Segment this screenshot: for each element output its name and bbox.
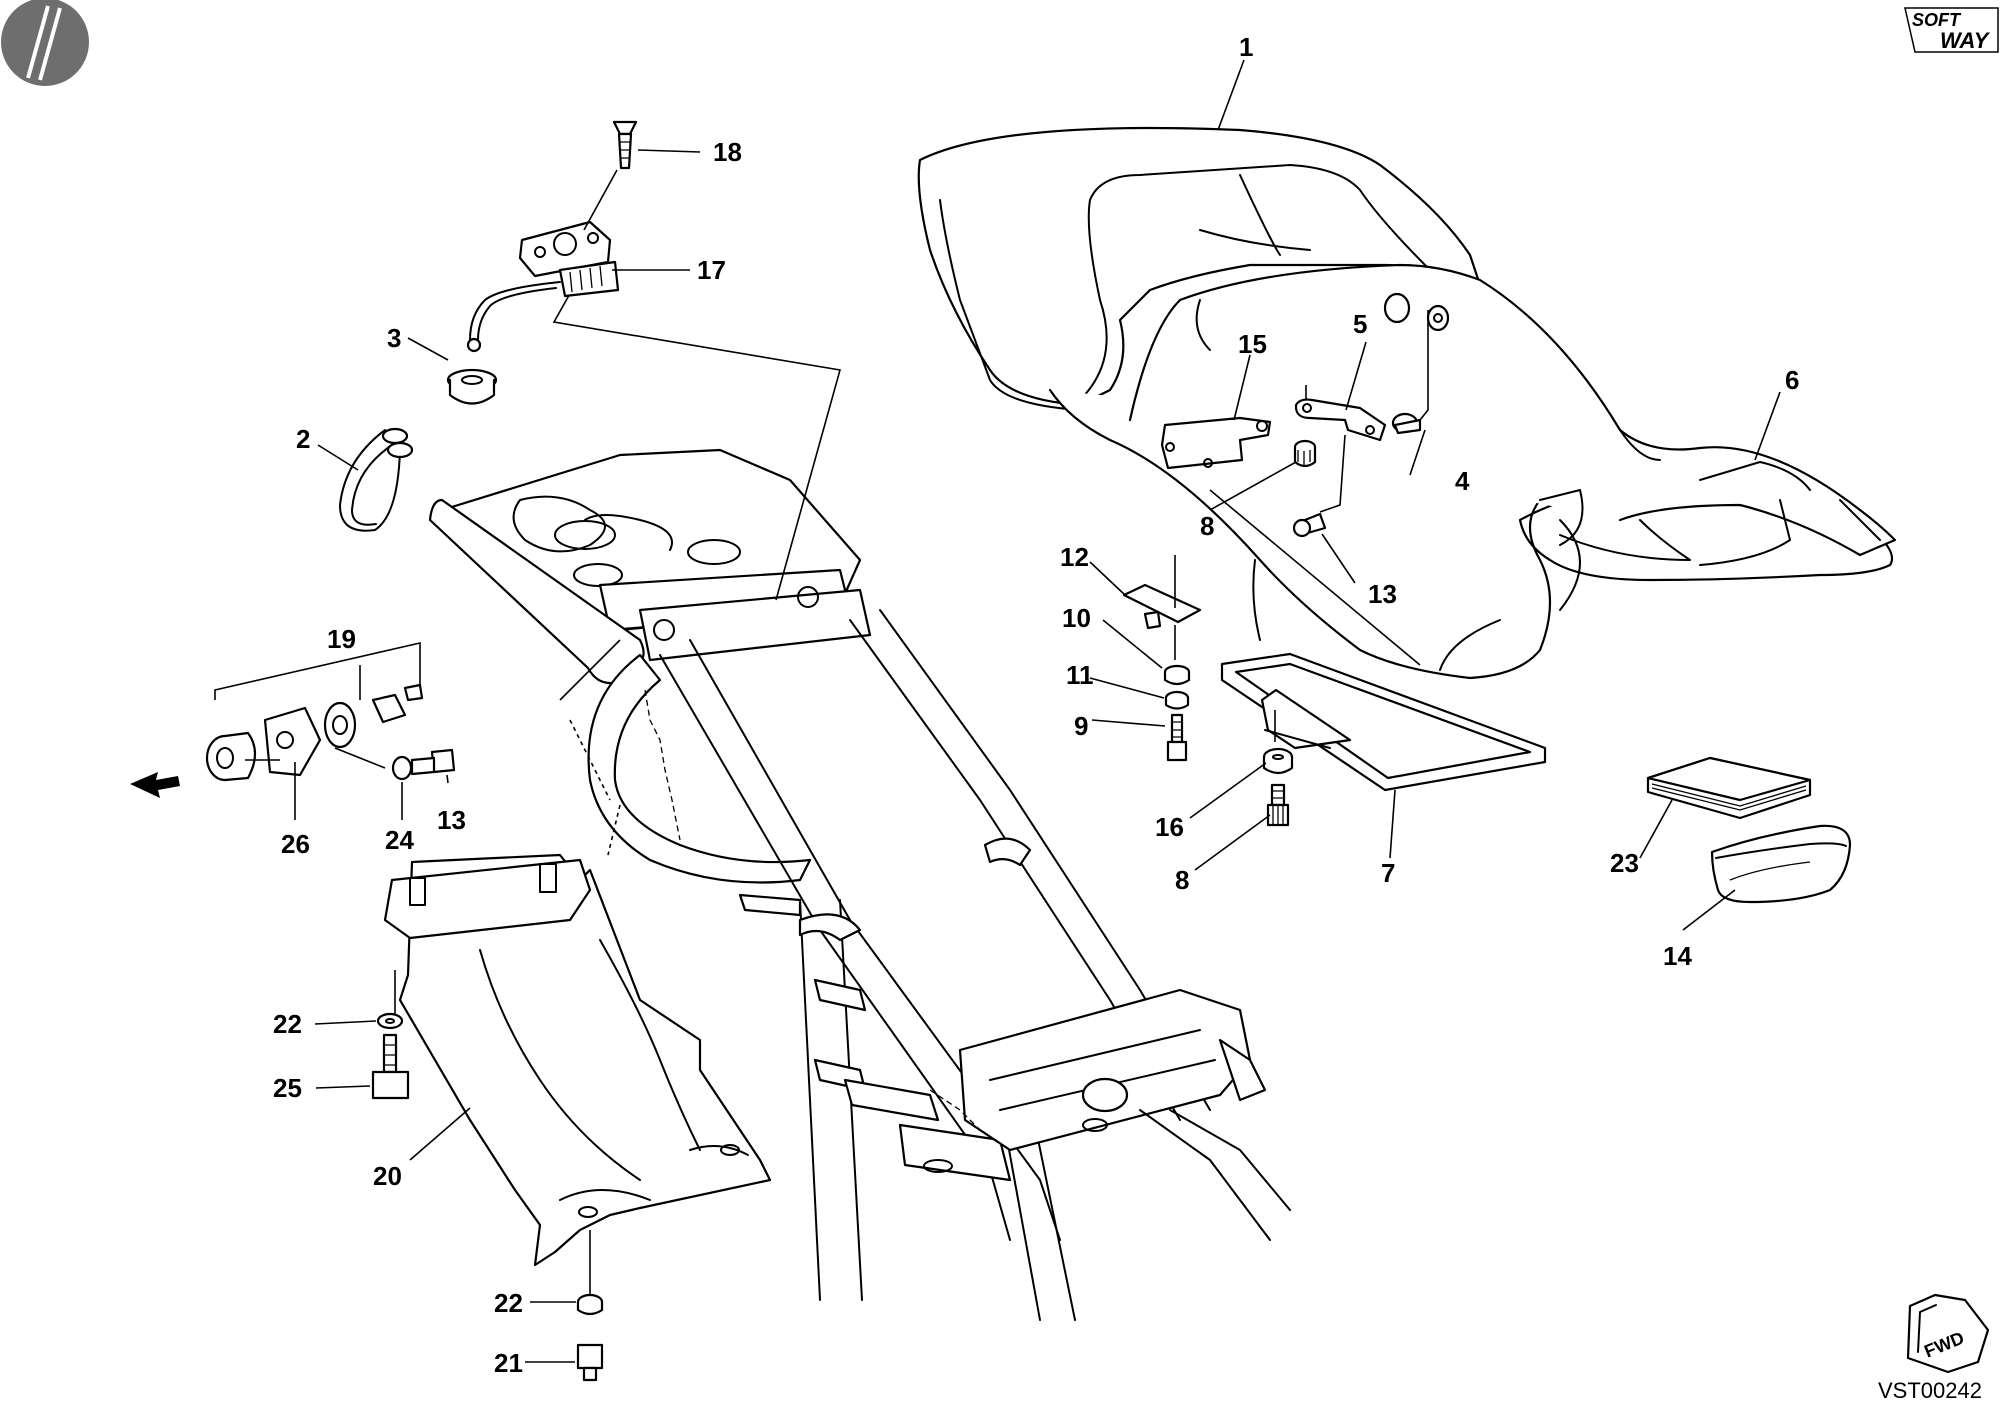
rider-seat [917,126,1482,411]
callout-10: 10 [1062,603,1091,633]
rear-subframe [428,448,1291,1321]
callout-9: 9 [1074,711,1088,741]
callout-6: 6 [1785,365,1799,395]
callout-17: 17 [697,255,726,285]
callout-25: 25 [273,1073,302,1103]
callout-21: 21 [494,1348,523,1378]
rubber-grommet [446,368,498,405]
nut-11 [1164,690,1190,710]
rear-undertray [383,804,772,1267]
callout-14: 14 [1663,941,1692,971]
callout-7: 7 [1381,858,1395,888]
callout-12: 12 [1060,542,1089,572]
callout-3: 3 [387,323,401,353]
callout-20: 20 [373,1161,402,1191]
bolt-21 [576,1343,604,1382]
bolt-8-upper [1293,439,1317,468]
tool-bag-14 [1710,824,1852,904]
callout-13-seat: 13 [1368,579,1397,609]
callout-8-upper: 8 [1200,511,1214,541]
washer-22-lower [576,1293,604,1316]
callout-4: 4 [1455,466,1470,496]
softway-brand-logo: SOFT WAY [1904,7,1999,53]
seat-bracket-15 [1160,416,1272,470]
fwd-direction-badge: FWD [1906,1293,1990,1374]
callout-22-upper: 22 [273,1009,302,1039]
callout-15: 15 [1238,329,1267,359]
damper-plate-12 [1122,583,1202,630]
callout-1: 1 [1239,32,1253,62]
callout-26: 26 [281,829,310,859]
callout-18: 18 [713,137,742,167]
bolt-8-lower [1266,783,1290,827]
fwd-direction-arrow-left [130,772,180,798]
seat-lock-bracket [518,220,620,298]
callout-13-lock: 13 [437,805,466,835]
catalog-logo-disc [1,0,89,86]
seat-shell [1048,263,1897,680]
callout-16: 16 [1155,812,1184,842]
screw-9 [1166,713,1188,762]
callout-2: 2 [296,424,310,454]
callout-8-lower: 8 [1175,865,1189,895]
seat-lock-screw [612,120,638,170]
brand-line-top: SOFT [1912,10,1962,30]
callout-23: 23 [1610,848,1639,878]
seat-release-cable [466,281,561,353]
spacer-4 [1391,412,1422,435]
brand-line-bottom: WAY [1940,28,1991,53]
callout-24: 24 [385,825,414,855]
callout-5: 5 [1353,309,1367,339]
seat-base-plate-7 [1220,652,1547,792]
callout-19: 19 [327,624,356,654]
callout-11: 11 [1066,660,1094,690]
spacer-16 [1262,747,1294,775]
lock-barrel-group [205,641,456,782]
bolt-13-seat [1292,512,1327,538]
leader-lines [294,59,1781,1363]
washer-10 [1163,664,1191,686]
seat-bracket-5 [1294,398,1387,442]
bolt-25 [371,1033,410,1100]
washer-22-upper [376,1012,404,1030]
drawing-code: VST00242 [1878,1378,1982,1403]
callout-22-lower: 22 [494,1288,523,1318]
ground-cable [339,427,414,532]
owners-manual-23 [1646,756,1812,820]
